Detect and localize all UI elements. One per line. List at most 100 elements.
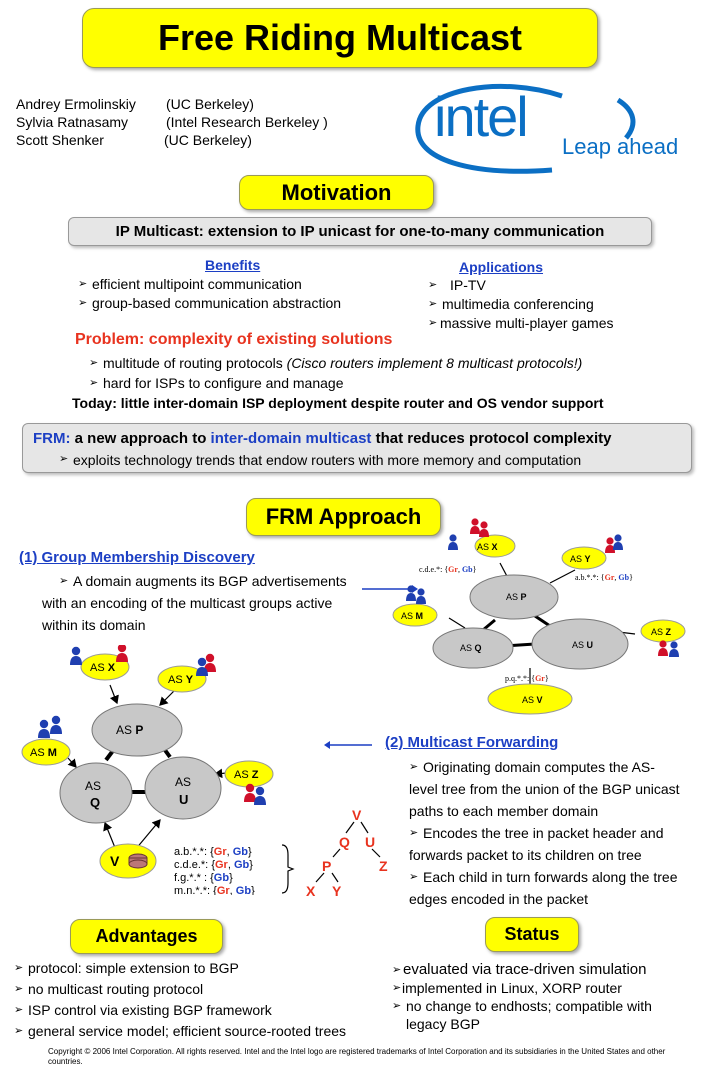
today-statement: Today: little inter-domain ISP deploymen…: [72, 395, 604, 411]
member-host-icon: [669, 641, 679, 657]
node-as-z: AS Z: [224, 760, 274, 788]
ad-brace: }: [545, 674, 549, 683]
list-item-text: IP-TV: [450, 277, 486, 293]
list-item: group-based communication abstraction: [78, 294, 341, 313]
node-as-q: AS Q: [59, 762, 133, 824]
svg-text:m.n.*.*: {Gr, Gb}: m.n.*.*: {Gr, Gb}: [174, 885, 255, 895]
tree-node-q: Q: [339, 834, 350, 850]
list-item: efficient multipoint communication: [78, 275, 341, 294]
ip-multicast-box: IP Multicast: extension to IP unicast fo…: [68, 217, 652, 246]
forwarding-table: a.b.*.*: {Gr, Gb} c.d.e.*: {Gr, Gb} f.g.…: [174, 846, 255, 895]
problem-list: multitude of routing protocols (Cisco ro…: [89, 353, 582, 393]
svg-text:AS Y: AS Y: [168, 674, 194, 686]
author-affiliation: (UC Berkeley): [166, 96, 254, 112]
node-as-q: AS Q: [432, 627, 514, 669]
ad-comma: ,: [230, 885, 233, 895]
member-host-icon: [613, 534, 623, 550]
member-host-icon: [254, 786, 266, 805]
as-label: AS: [175, 775, 191, 789]
step2-line: Originating domain computes the AS-: [409, 756, 680, 778]
table-prefix: c.d.e.*:: [174, 859, 208, 871]
as-label: AS: [85, 779, 101, 793]
advantages-heading-text: Advantages: [95, 926, 198, 946]
applications-list: IP-TV multimedia conferencing massive mu…: [428, 276, 614, 333]
step1-text: A domain augments its BGP advertisements…: [42, 570, 347, 636]
step2-title: (2) Multicast Forwarding: [385, 734, 559, 751]
member-host-icon: [658, 640, 668, 656]
group-red: Gr: [217, 885, 231, 895]
node-as-u: AS U: [144, 756, 222, 820]
table-prefix: a.b.*.*:: [174, 846, 207, 858]
ad-prefix: c.d.e.*:: [419, 565, 442, 574]
step2-line: level tree from the union of the BGP uni…: [409, 781, 680, 797]
ad-brace: }: [629, 573, 633, 582]
ad-brace: }: [251, 885, 255, 895]
node-as-m: AS M: [392, 603, 438, 627]
node-as-u: AS U: [531, 618, 629, 670]
group-red: Gr: [448, 565, 458, 574]
as-label: AS: [651, 627, 663, 637]
step2-line: Each child in turn forwards along the tr…: [409, 866, 680, 888]
list-item: multimedia conferencing: [428, 295, 614, 314]
title-banner: Free Riding Multicast: [82, 8, 598, 68]
membership-diagram: AS X AS Y AS M AS P AS Q AS U AS Z AS V …: [392, 518, 686, 715]
ad-brace: {: [210, 872, 214, 884]
group-blue: Gb: [233, 846, 249, 858]
svg-text:c.d.e.*: {Gr, Gb}: c.d.e.*: {Gr, Gb}: [174, 859, 253, 871]
as-label: AS: [572, 640, 584, 650]
copyright-notice: Copyright © 2006 Intel Corporation. All …: [48, 1047, 666, 1066]
ad-brace: {: [601, 573, 605, 582]
status-list: evaluated via trace-driven simulation im…: [392, 961, 652, 1033]
step2-line: Encodes the tree in packet header and: [409, 822, 680, 844]
node-as-y: AS Y: [561, 546, 607, 570]
as-label: AS: [522, 695, 534, 705]
tree-node-u: U: [365, 834, 375, 850]
intel-logo: intel Leap ahead: [412, 78, 692, 178]
frm-text: a new approach to: [74, 430, 207, 447]
arrow-to-diagram: [324, 741, 372, 749]
svg-text:AS P: AS P: [506, 592, 527, 602]
as-label: AS: [570, 554, 582, 564]
svg-text:AS Y: AS Y: [570, 554, 591, 564]
advantages-list: protocol: simple extension to BGP no mul…: [14, 958, 346, 1042]
list-item: hard for ISPs to configure and manage: [89, 373, 582, 393]
node-as-y: AS Y: [157, 665, 207, 693]
list-item: multitude of routing protocols (Cisco ro…: [89, 353, 582, 373]
as-name: P: [521, 592, 527, 602]
list-item: no change to endhosts; compatible with: [392, 997, 652, 1015]
as-name: P: [135, 723, 143, 737]
node-as-p: AS P: [91, 703, 183, 757]
member-host-icon: [479, 521, 489, 537]
problem-item-text: multitude of routing protocols: [103, 355, 283, 371]
frm-bullet: exploits technology trends that endow ro…: [59, 452, 581, 468]
ad-brace: }: [473, 565, 477, 574]
member-host-icon: [38, 719, 50, 738]
tree-node-p: P: [322, 858, 331, 874]
frm-text: that reduces protocol complexity: [375, 430, 612, 447]
as-label: AS: [401, 611, 413, 621]
as-name: M: [416, 611, 424, 621]
list-item-continuation: legacy BGP: [406, 1016, 480, 1032]
node-as-m: AS M: [21, 738, 71, 766]
ad-brace: }: [229, 872, 233, 884]
multicast-tree: V Q U P Z X Y: [306, 807, 388, 899]
table-prefix: m.n.*.*:: [174, 885, 210, 895]
ad-brace: {: [211, 859, 215, 871]
as-label: AS: [460, 643, 472, 653]
as-name: V: [537, 695, 543, 705]
intel-logo-tagline: Leap ahead: [562, 134, 679, 159]
advantages-heading: Advantages: [70, 919, 223, 954]
tree-node-y: Y: [332, 883, 342, 899]
frm-label: FRM:: [33, 430, 71, 447]
member-host-icon: [470, 518, 480, 534]
group-blue: Gb: [214, 872, 230, 884]
author-name: Sylvia Ratnasamy: [16, 114, 129, 130]
svg-text:AS Z: AS Z: [651, 627, 672, 637]
group-red: Gr: [215, 859, 229, 871]
as-label: AS: [477, 542, 489, 552]
node-as-v: AS V: [487, 683, 573, 715]
node-as-v: V: [99, 843, 157, 879]
member-host-icon: [416, 588, 426, 604]
group-red: Gr: [535, 674, 545, 683]
member-host-icon: [605, 537, 615, 553]
